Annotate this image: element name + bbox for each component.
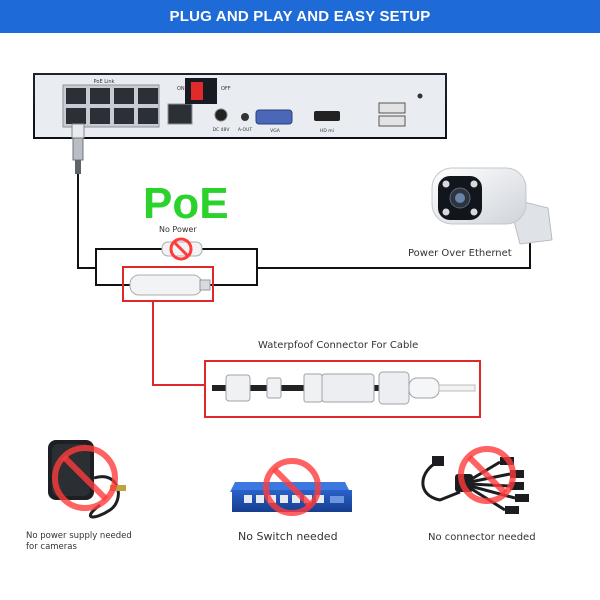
camera-caption: Power Over Ethernet (408, 248, 512, 259)
vga-port (255, 109, 293, 125)
uplink-port (167, 103, 193, 125)
adapter-caption-line1: No power supply needed (26, 531, 132, 541)
prohibit-icon (263, 458, 321, 516)
aout-label: A-OUT (238, 127, 253, 133)
hdmi-label: HD mi (320, 128, 334, 134)
usb-port-icon (378, 102, 406, 127)
prohibit-icon (52, 445, 118, 511)
prohibit-icon (458, 446, 516, 504)
nvr-rear-panel (33, 73, 447, 139)
aout-jack (241, 113, 249, 121)
dc-label: DC 48V (213, 127, 231, 133)
poe-link-label: PoE Link (94, 79, 115, 85)
banner-title: PLUG AND PLAY AND EASY SETUP (0, 0, 600, 33)
hdmi-port (314, 111, 340, 121)
connector-caption: Waterpfoof Connector For Cable (258, 340, 419, 351)
ethernet-plug-icon (71, 123, 85, 174)
adapter-caption-line2: for cameras (26, 542, 77, 552)
waterproof-connector (212, 371, 476, 405)
bullet-camera (431, 167, 553, 245)
poe-port-block (62, 84, 160, 128)
highlight-leader-line (152, 301, 205, 386)
dc-jack (214, 108, 228, 122)
no-power-label: No Power (159, 225, 197, 234)
vga-label: VGA (270, 128, 281, 134)
switch-on-label: ON (177, 86, 185, 92)
poe-logo: PoE (143, 179, 229, 228)
switch-caption: No Switch needed (238, 530, 338, 543)
waterproof-connector-box (204, 360, 481, 418)
prohibit-icon (169, 237, 193, 261)
switch-off-label: OFF (221, 86, 231, 92)
connector-highlight-box (122, 266, 214, 302)
splitter-caption: No connector needed (428, 532, 536, 543)
